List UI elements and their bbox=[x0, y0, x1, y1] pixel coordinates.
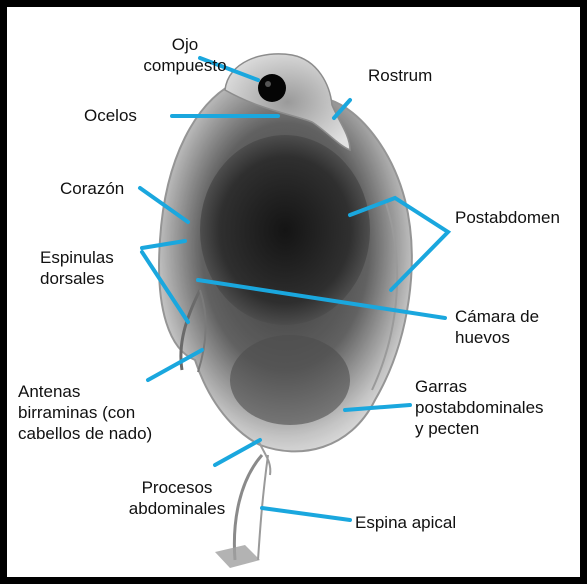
lower-mass bbox=[230, 335, 350, 425]
label-ojo-line2: compuesto bbox=[130, 55, 240, 76]
line-procesos bbox=[215, 440, 260, 465]
label-rostrum: Rostrum bbox=[368, 65, 432, 86]
label-espinulas-line2: dorsales bbox=[40, 268, 114, 289]
label-antenas-line3: cabellos de nado) bbox=[18, 423, 152, 444]
label-procesos-line2: abdominales bbox=[112, 498, 242, 519]
label-postabdomen: Postabdomen bbox=[455, 207, 560, 228]
label-espina-apical: Espina apical bbox=[355, 512, 456, 533]
label-garras-line1: Garras bbox=[415, 376, 544, 397]
label-antenas-line2: birraminas (con bbox=[18, 402, 152, 423]
label-camara-line2: huevos bbox=[455, 327, 539, 348]
label-procesos-line1: Procesos bbox=[112, 477, 242, 498]
label-camara-de-huevos: Cámara de huevos bbox=[455, 306, 539, 348]
label-antenas-birraminas: Antenas birraminas (con cabellos de nado… bbox=[18, 381, 152, 444]
label-garras-postabdominales: Garras postabdominales y pecten bbox=[415, 376, 544, 439]
compound-eye bbox=[258, 74, 286, 102]
label-garras-line3: y pecten bbox=[415, 418, 544, 439]
line-espina bbox=[262, 508, 350, 520]
label-ojo-compuesto: Ojo compuesto bbox=[130, 34, 240, 76]
label-ojo-line1: Ojo bbox=[130, 34, 240, 55]
label-procesos-abdominales: Procesos abdominales bbox=[112, 477, 242, 519]
label-corazon: Corazón bbox=[60, 178, 124, 199]
label-espinulas-dorsales: Espinulas dorsales bbox=[40, 247, 114, 289]
label-ocelos: Ocelos bbox=[84, 105, 137, 126]
label-antenas-line1: Antenas bbox=[18, 381, 152, 402]
label-garras-line2: postabdominales bbox=[415, 397, 544, 418]
line-antenas bbox=[148, 350, 202, 380]
label-camara-line1: Cámara de bbox=[455, 306, 539, 327]
gut-mass bbox=[200, 135, 370, 325]
label-espinulas-line1: Espinulas bbox=[40, 247, 114, 268]
